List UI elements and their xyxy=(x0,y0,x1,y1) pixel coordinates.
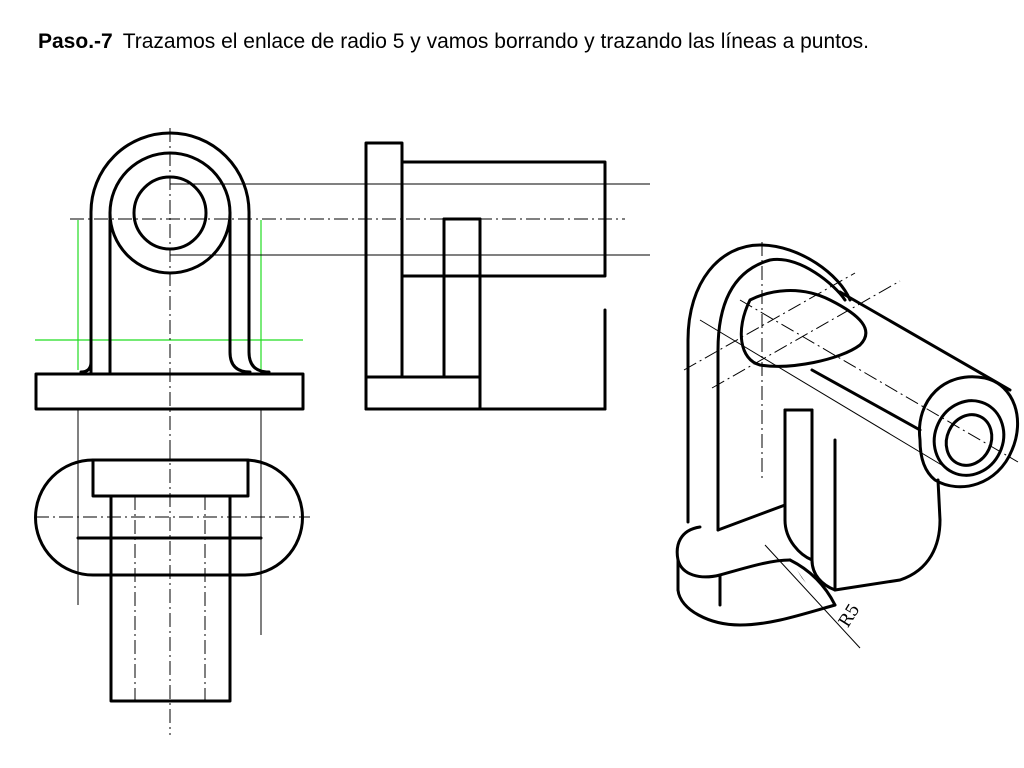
side-view xyxy=(364,141,607,411)
iso-cylinder-underside xyxy=(833,478,942,592)
top-upper-plate xyxy=(91,458,250,498)
isometric-view: R5 xyxy=(675,242,1020,649)
step-description: Trazamos el enlace de radio 5 y vamos bo… xyxy=(122,30,870,53)
iso-fillet-r5 xyxy=(783,518,814,562)
iso-upright-outer-arch xyxy=(686,243,852,524)
iso-cylinder-end-face xyxy=(917,375,1020,489)
front-inner-right-edge xyxy=(228,211,252,374)
iso-axis-short xyxy=(683,272,856,371)
iso-web-base-line xyxy=(716,503,787,532)
iso-outer-ring xyxy=(932,399,1006,477)
bore-circle xyxy=(132,175,208,251)
top-view xyxy=(34,409,310,735)
iso-cylinder-top-edge xyxy=(838,290,1012,392)
front-view xyxy=(34,128,650,445)
iso-fillet-r5-edge xyxy=(810,538,837,592)
iso-dimension-leader xyxy=(764,544,861,649)
iso-bore-hole xyxy=(944,413,994,467)
radius-dimension-label: R5 xyxy=(835,601,864,632)
boss-middle-circle xyxy=(108,151,232,275)
iso-boss-front-ellipse xyxy=(739,289,868,368)
top-base-outline xyxy=(34,458,304,577)
side-vertical-plate xyxy=(364,141,404,379)
iso-axis-short-2 xyxy=(711,280,901,389)
front-left-fillet xyxy=(79,360,93,374)
iso-cylinder-middle-edge xyxy=(810,368,922,432)
slide-heading: Paso.-7 Trazamos el enlace de radio 5 y v… xyxy=(38,30,869,54)
step-number: Paso.-7 xyxy=(38,30,113,53)
iso-upright-inner-arch xyxy=(716,258,847,532)
front-outer-contour xyxy=(89,131,271,374)
iso-projection-line xyxy=(699,319,951,471)
top-cylinder-outline xyxy=(109,494,232,703)
front-base-plate xyxy=(34,372,305,411)
iso-dimension-arrow xyxy=(797,570,806,583)
iso-main-axis xyxy=(739,299,1019,463)
side-cylinder-outline xyxy=(400,160,607,278)
iso-base-bottom-edge xyxy=(676,588,837,627)
iso-base-top-face xyxy=(675,525,792,579)
iso-base-curved-edge xyxy=(788,558,837,607)
